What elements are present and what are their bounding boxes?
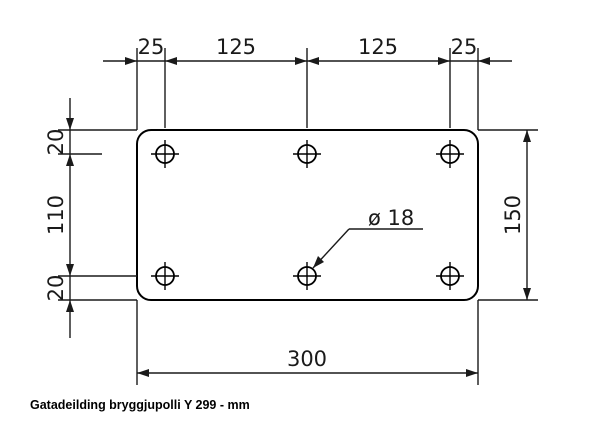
bottom-dimension: 300 xyxy=(136,300,479,385)
bolt-hole-6 xyxy=(436,262,464,290)
dim-left-bottom-edge: 20 xyxy=(44,275,68,302)
dim-bottom-width: 300 xyxy=(287,347,327,371)
left-dimension-chain: 20 110 20 xyxy=(44,98,137,338)
dim-top-span-left: 125 xyxy=(216,35,256,59)
dim-left-hole-span: 110 xyxy=(44,195,68,235)
top-dimension-chain: 25 125 125 25 xyxy=(103,35,512,130)
dim-top-right-edge: 25 xyxy=(451,35,478,59)
bolt-hole-3 xyxy=(436,140,464,168)
dim-left-top-edge: 20 xyxy=(44,129,68,156)
dim-top-left-edge: 25 xyxy=(138,35,165,59)
bolt-hole-5 xyxy=(293,262,321,290)
bolt-hole-2 xyxy=(293,140,321,168)
bolt-hole-4 xyxy=(151,262,179,290)
base-plate xyxy=(136,129,479,301)
hole-diameter-label: ø 18 xyxy=(368,206,414,230)
bolt-holes xyxy=(151,140,464,290)
drawing-caption: Gatadeilding bryggjupolli Y 299 - mm xyxy=(30,398,250,412)
right-dimension: 150 xyxy=(478,129,538,301)
dim-right-height: 150 xyxy=(501,195,525,235)
hole-diameter-leader: ø 18 xyxy=(312,206,423,269)
bolt-hole-1 xyxy=(151,140,179,168)
dim-top-span-right: 125 xyxy=(358,35,398,59)
